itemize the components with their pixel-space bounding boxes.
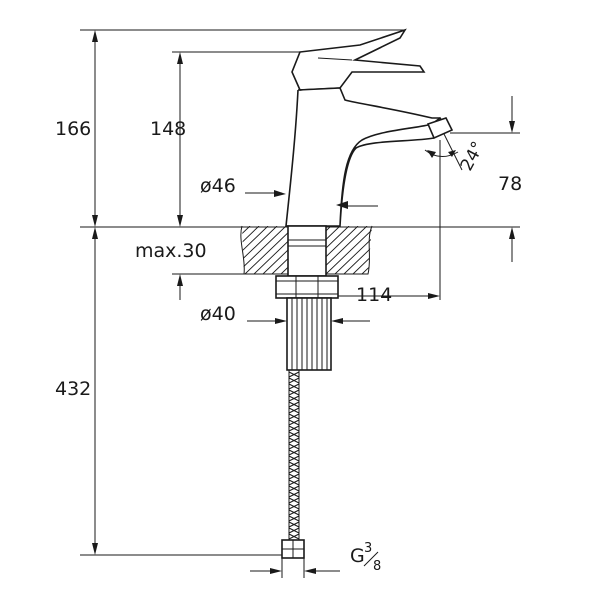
dimension-labels: 166 148 ø46 78 24° max.30 114 ø40 432 G … — [55, 118, 522, 574]
label-spout-reach: 114 — [356, 284, 392, 306]
spout-angle-indicator — [424, 131, 463, 171]
label-shank-diameter: ø40 — [200, 303, 236, 325]
flexible-hose — [281, 370, 305, 559]
label-body-diameter: ø46 — [200, 175, 236, 197]
svg-text:8: 8 — [373, 559, 381, 574]
label-hose-length: 432 — [55, 378, 91, 400]
label-outlet-height: 78 — [498, 173, 522, 195]
faucet-body — [285, 28, 454, 227]
svg-text:3: 3 — [364, 541, 372, 556]
label-spout-height: 148 — [150, 118, 186, 140]
label-total-height: 166 — [55, 118, 91, 140]
faucet-shank — [275, 225, 339, 371]
label-max-counter-thickness: max.30 — [135, 240, 207, 262]
label-thread-size: G 3 8 — [350, 541, 381, 574]
svg-text:G: G — [350, 545, 365, 567]
